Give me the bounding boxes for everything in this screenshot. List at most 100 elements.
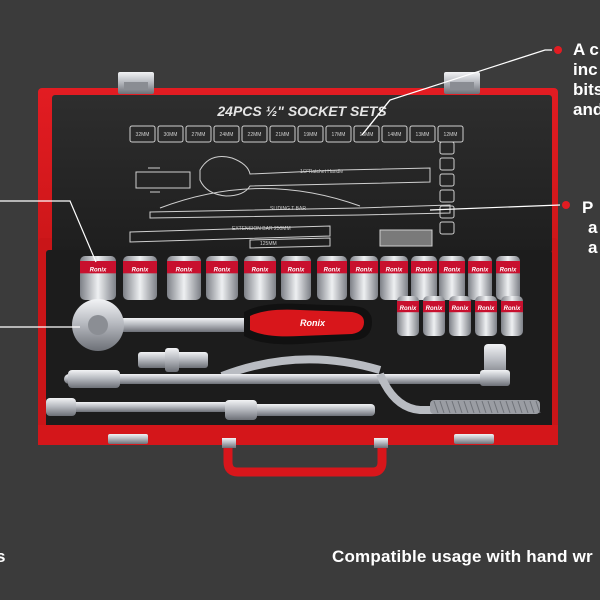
lid-socket-outline	[353, 125, 380, 143]
socket-brand-band	[468, 261, 492, 274]
caption-left-fragment: s	[0, 547, 6, 566]
socket-brand-band	[380, 261, 408, 274]
lid-extension-label: EXTENSION BAR 250MM	[232, 226, 291, 232]
lid-socket-outline	[269, 125, 296, 143]
lid-socket-size-label: 13MM	[416, 132, 430, 138]
knurl-line	[475, 400, 481, 414]
lid-socket-size-label: 19MM	[304, 132, 318, 138]
lid-socket-size-label: 30MM	[164, 132, 178, 138]
socket-brand-label: Ronix	[288, 267, 305, 273]
socket-brand-band	[449, 301, 471, 313]
lid-socket-size-label: 17MM	[332, 132, 346, 138]
socket-brand-label: Ronix	[132, 267, 149, 273]
lid-socket-outline	[157, 125, 184, 143]
lid-socket-outline	[213, 125, 240, 143]
ratchet-handle: Ronix	[72, 299, 372, 351]
socket-brand-label: Ronix	[252, 267, 269, 273]
knurl-line	[535, 400, 541, 414]
lid-socket-size-label: 24MM	[220, 132, 234, 138]
lid-title: 24PCS ½" SOCKET SETS	[216, 103, 387, 119]
socket-brand-label: Ronix	[504, 306, 521, 312]
socket-brand-label: Ronix	[400, 306, 417, 312]
lid-t-bar-label: SLIDING T BAR	[270, 206, 306, 212]
callout-lines	[0, 46, 570, 328]
lid-ratchet-outline	[199, 156, 431, 197]
knurl-line	[499, 400, 505, 414]
socket-brand-band	[167, 261, 201, 274]
lid-socket-outline	[185, 125, 212, 143]
lid-socket-outline	[241, 125, 268, 143]
latch-right[interactable]	[454, 434, 494, 444]
lid-t-bar-outline	[149, 204, 451, 219]
knurl-line	[451, 400, 457, 414]
knurl-line	[529, 400, 535, 414]
lid-socket-size-label: 14MM	[388, 132, 402, 138]
socket-brand-band	[496, 261, 520, 274]
lid-socket-size-label: 16MM	[360, 132, 374, 138]
lid-socket-size-label: 12MM	[444, 132, 458, 138]
lid-small-socket-outline	[439, 205, 455, 219]
lid-small-socket-outline	[439, 141, 455, 155]
lid-socket-size-label: 22MM	[248, 132, 262, 138]
socket-brand-label: Ronix	[426, 306, 443, 312]
socket-brand-label: Ronix	[90, 267, 107, 273]
lid-extension-outline	[129, 225, 331, 243]
knurl-line	[523, 400, 529, 414]
lid-small-socket-outline	[439, 221, 455, 235]
lid-universal-joint-outline	[135, 167, 191, 193]
knurl-line	[463, 400, 469, 414]
socket-brand-band	[206, 261, 238, 274]
lid-small-socket-outline	[439, 189, 455, 203]
socket-brand-label: Ronix	[472, 267, 489, 273]
lid-small-socket-outline	[439, 157, 455, 171]
lid-socket-outline	[297, 125, 324, 143]
latch-left[interactable]	[108, 434, 148, 444]
callout-top-right-line-1: A c	[573, 40, 599, 59]
lid-arch-outline	[159, 188, 361, 209]
socket-brand-band	[80, 261, 116, 274]
lid-small-socket-outlines	[439, 141, 455, 235]
socket-brand-band	[439, 261, 465, 274]
callout-middle-right: P a a	[582, 198, 597, 258]
socket-brand-label: Ronix	[386, 267, 403, 273]
extension-bar-long	[46, 372, 541, 416]
knurl-line	[439, 400, 445, 414]
lid-socket-outline	[129, 125, 156, 143]
knurl-line	[505, 400, 511, 414]
socket-brand-band	[317, 261, 347, 274]
knurl-line	[511, 400, 517, 414]
callout-middle-right-line-1: P	[582, 198, 594, 217]
socket-brand-label: Ronix	[176, 267, 193, 273]
lid-socket-outline	[325, 125, 352, 143]
socket-brand-label: Ronix	[416, 267, 433, 273]
small-sockets-row: Ronix Ronix Ronix Ronix Ronix	[397, 296, 523, 336]
socket-brand-band	[501, 301, 523, 313]
socket-brand-band	[123, 261, 157, 274]
socket-brand-band	[350, 261, 378, 274]
knurl-line	[493, 400, 499, 414]
carry-handle[interactable]	[222, 438, 388, 477]
socket-brand-label: Ronix	[452, 306, 469, 312]
lid-ratchet-label: 1/2"Ratchet Handle	[300, 169, 343, 175]
lid-extension-short-outline	[249, 237, 331, 249]
lid-small-socket-outline	[439, 173, 455, 187]
callout-top-right-line-2: inc	[573, 60, 598, 79]
socket-brand-label: Ronix	[214, 267, 231, 273]
socket-brand-band	[423, 301, 445, 313]
handle-brand-logo: Ronix	[300, 318, 326, 328]
knurled-grip	[433, 400, 541, 414]
lid-socket-size-label: 32MM	[136, 132, 150, 138]
callout-middle-right-line-2: a	[588, 218, 598, 237]
knurl-line	[481, 400, 487, 414]
socket-brand-label: Ronix	[478, 306, 495, 312]
socket-brand-label: Ronix	[356, 267, 373, 273]
socket-brand-label: Ronix	[444, 267, 461, 273]
knurl-line	[457, 400, 463, 414]
knurl-line	[469, 400, 475, 414]
socket-brand-label: Ronix	[500, 267, 517, 273]
callout-top-right-line-3: bits	[573, 80, 600, 99]
lid-extension-short-label: 125MM	[260, 241, 277, 247]
